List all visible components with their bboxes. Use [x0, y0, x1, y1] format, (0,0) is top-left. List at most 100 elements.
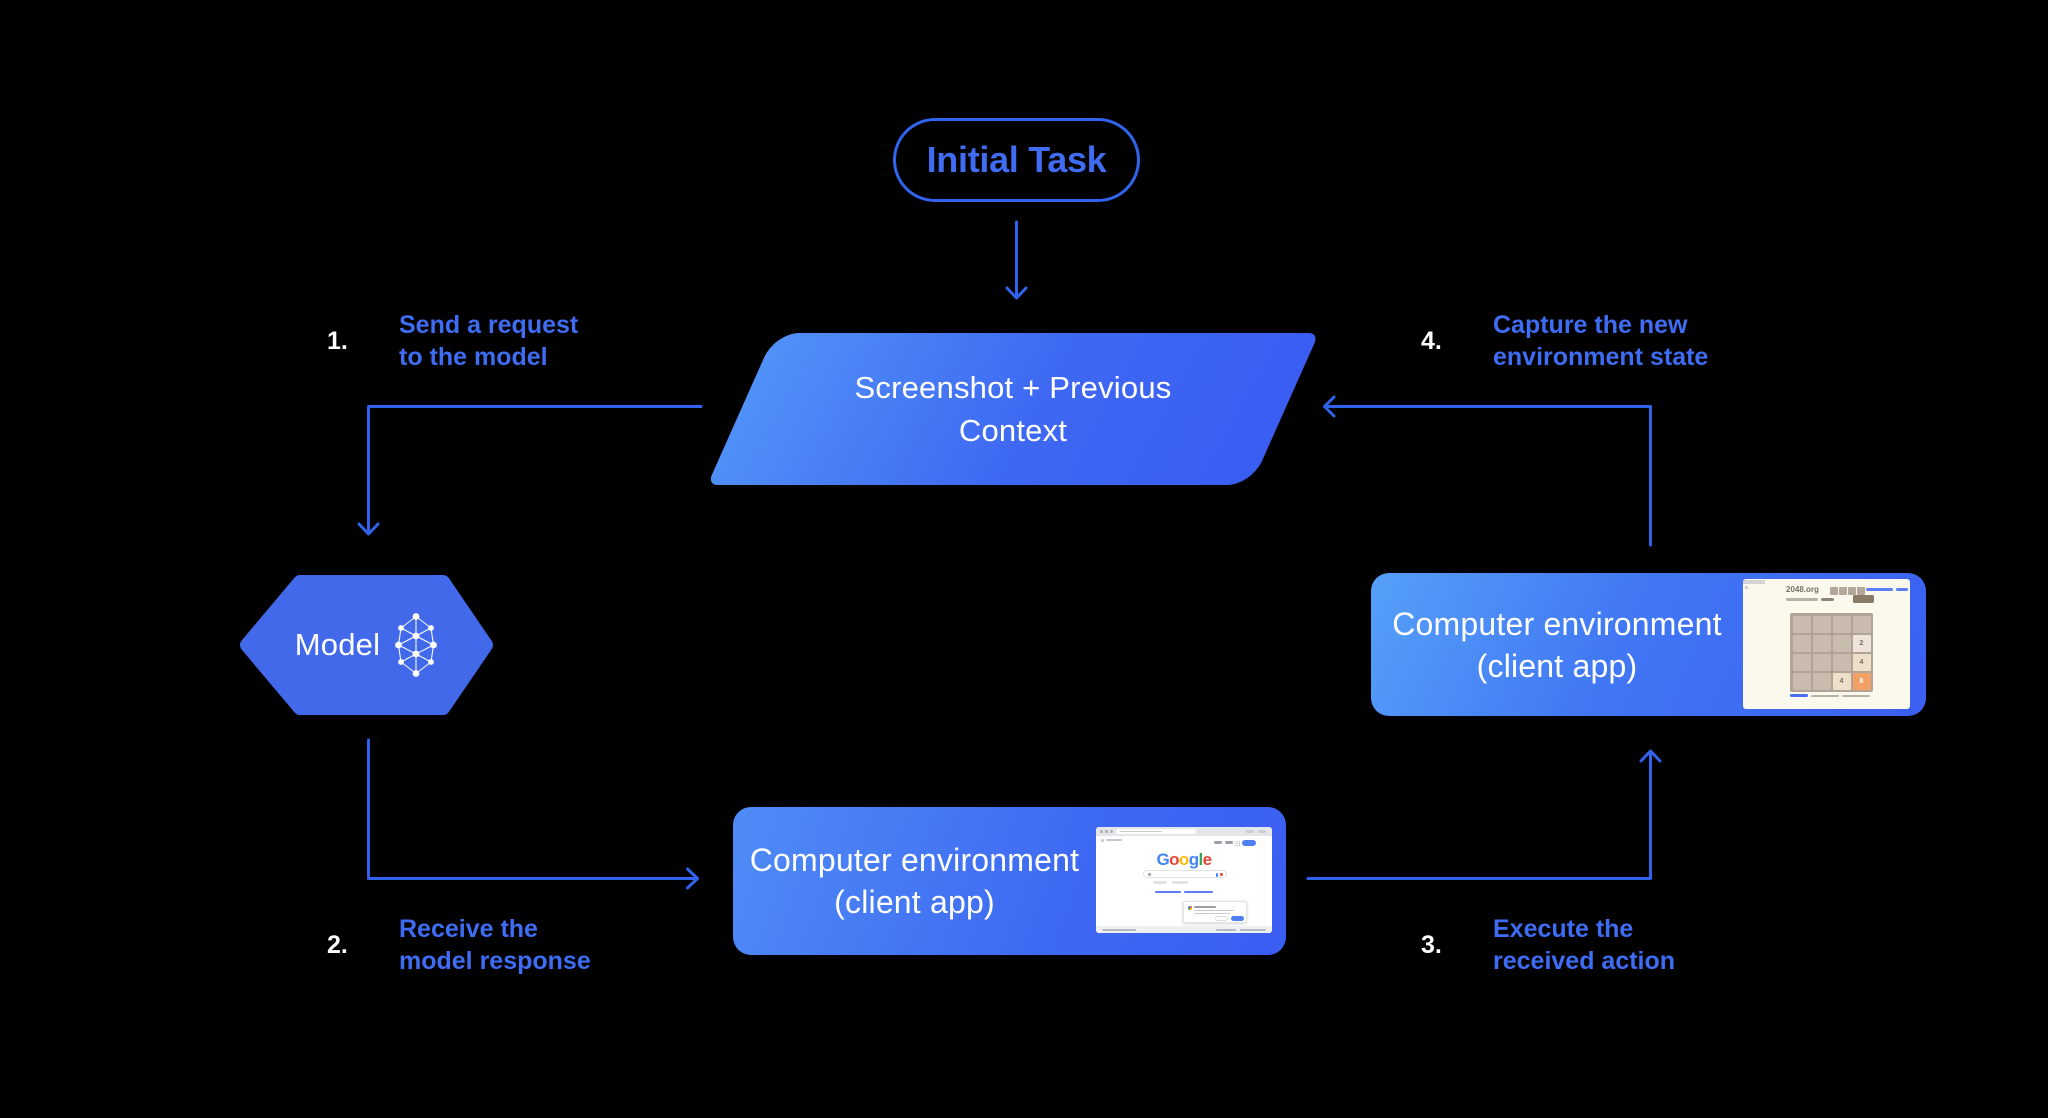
step-number: 4.: [1421, 326, 1442, 355]
arrow-model-to-client: [367, 738, 699, 890]
dialog-secondary-button: [1215, 916, 1228, 921]
node-screenshot-context: Screenshot + Previous Context: [707, 333, 1319, 485]
footer-text-placeholder: [1842, 694, 1870, 697]
dialog-primary-button: [1231, 916, 1244, 921]
step-label-2: 2. Receive the model response: [327, 913, 591, 977]
cookie-dialog: [1183, 901, 1247, 923]
google-logo: Google: [1096, 851, 1272, 868]
google-g-icon: [1188, 905, 1192, 910]
footer-link-placeholder: [1790, 694, 1808, 697]
neural-network-icon: [395, 613, 438, 677]
screenshot-context-line1: Screenshot + Previous: [854, 370, 1172, 405]
step-number: 2.: [327, 930, 348, 959]
google-logo-letter: G: [1156, 850, 1170, 869]
empty-cell: [1832, 634, 1851, 652]
new-game-button: [1853, 595, 1874, 603]
language-link-placeholder: [1155, 890, 1181, 893]
dialog-title-placeholder: [1194, 905, 1216, 908]
header-link-placeholder: [1896, 588, 1908, 591]
step-text: Capture the new environment state: [1493, 311, 1709, 371]
window-control-dot: [1100, 830, 1103, 833]
search-button-placeholder: [1153, 880, 1167, 884]
node-initial-task: Initial Task: [893, 118, 1140, 202]
empty-cell: [1792, 672, 1811, 690]
step-number: 1.: [327, 326, 348, 355]
client-env-right-line2: (client app): [1476, 647, 1638, 684]
browser-chrome-bar: [1096, 827, 1272, 836]
initial-task-label: Initial Task: [926, 139, 1107, 180]
tile-2: 2: [1852, 634, 1871, 652]
empty-cell: [1812, 672, 1831, 690]
step-text: Receive the model response: [399, 915, 591, 975]
step-text: Execute the received action: [1493, 915, 1676, 975]
google-logo-letter: g: [1188, 850, 1199, 869]
arrow-initial-to-context: [1005, 220, 1028, 300]
subtitle-text-placeholder: [1786, 598, 1818, 601]
step-number: 3.: [1421, 930, 1442, 959]
footer-text-placeholder: [1240, 928, 1266, 931]
subtitle-bold-placeholder: [1821, 598, 1834, 601]
window-control-dot: [1105, 830, 1108, 833]
empty-cell: [1812, 634, 1831, 652]
gmail-link-placeholder: [1214, 841, 1222, 844]
page-footer: [1096, 926, 1272, 933]
google-logo-letter: o: [1169, 850, 1179, 869]
client-env-right-caption: Computer environment (client app): [1371, 573, 1743, 716]
hexagon-shape: [240, 575, 493, 715]
screenshot-context-line2: Context: [958, 413, 1068, 448]
node-client-env-bottom: Computer environment (client app) Google: [733, 807, 1286, 955]
tile-8: 8: [1852, 672, 1871, 690]
google-logo-letter: o: [1178, 850, 1189, 869]
empty-cell: [1792, 634, 1811, 652]
client-env-bottom-line2: (client app): [834, 884, 995, 920]
lens-icon: [1220, 873, 1223, 877]
game-grid: 2 4 4 8: [1790, 613, 1873, 692]
window-control-dot: [1110, 830, 1113, 833]
footer-text-placeholder: [1216, 928, 1236, 931]
tile-4: 4: [1832, 672, 1851, 690]
site-title: 2048.org: [1786, 585, 1819, 594]
model-label: Model: [294, 627, 381, 662]
images-link-placeholder: [1225, 841, 1233, 844]
arrow-client-to-client: [1306, 749, 1662, 880]
step-text: Send a request to the model: [399, 311, 579, 371]
search-input: [1143, 870, 1227, 878]
footer-text-placeholder: [1811, 694, 1839, 697]
score-boxes: [1830, 587, 1865, 595]
bookmark-icon-placeholder: [1101, 838, 1104, 842]
dialog-text-placeholder: [1194, 909, 1234, 911]
arrow-context-to-model: [357, 405, 703, 536]
step-label-4: 4. Capture the new environment state: [1421, 309, 1708, 373]
google-logo-letter: l: [1198, 850, 1204, 869]
mic-icon: [1216, 873, 1218, 877]
empty-cell: [1792, 653, 1811, 671]
empty-cell: [1792, 615, 1811, 633]
client-env-bottom-line1: Computer environment: [749, 842, 1080, 878]
client-env-bottom-caption: Computer environment (client app): [733, 807, 1096, 955]
screenshot-context-caption: Screenshot + Previous Context: [741, 333, 1285, 485]
bookmark-text-placeholder: [1106, 839, 1122, 841]
apps-grid-icon: [1235, 841, 1240, 846]
empty-cell: [1812, 615, 1831, 633]
tile-4: 4: [1852, 653, 1871, 671]
toolbar-icon-placeholder: [1258, 830, 1266, 833]
empty-cell: [1812, 653, 1831, 671]
footer-text-placeholder: [1102, 928, 1136, 931]
magnifier-icon: [1148, 873, 1151, 877]
thumbnail-google-search: Google: [1096, 827, 1272, 933]
empty-cell: [1832, 653, 1851, 671]
step-label-1: 1. Send a request to the model: [327, 309, 578, 373]
google-logo-letter: e: [1202, 850, 1212, 869]
step-label-3: 3. Execute the received action: [1421, 913, 1675, 977]
node-model: Model: [240, 572, 493, 718]
header-link-placeholder: [1866, 588, 1893, 591]
window-tab-placeholder: [1743, 580, 1765, 584]
address-bar: [1116, 829, 1196, 834]
dialog-text-placeholder: [1194, 912, 1230, 914]
sign-in-button: [1242, 840, 1256, 846]
empty-cell: [1852, 615, 1871, 633]
thumbnail-2048-game: 2048.org 2 4 4: [1743, 579, 1910, 709]
client-env-right-line1: Computer environment: [1392, 605, 1722, 642]
